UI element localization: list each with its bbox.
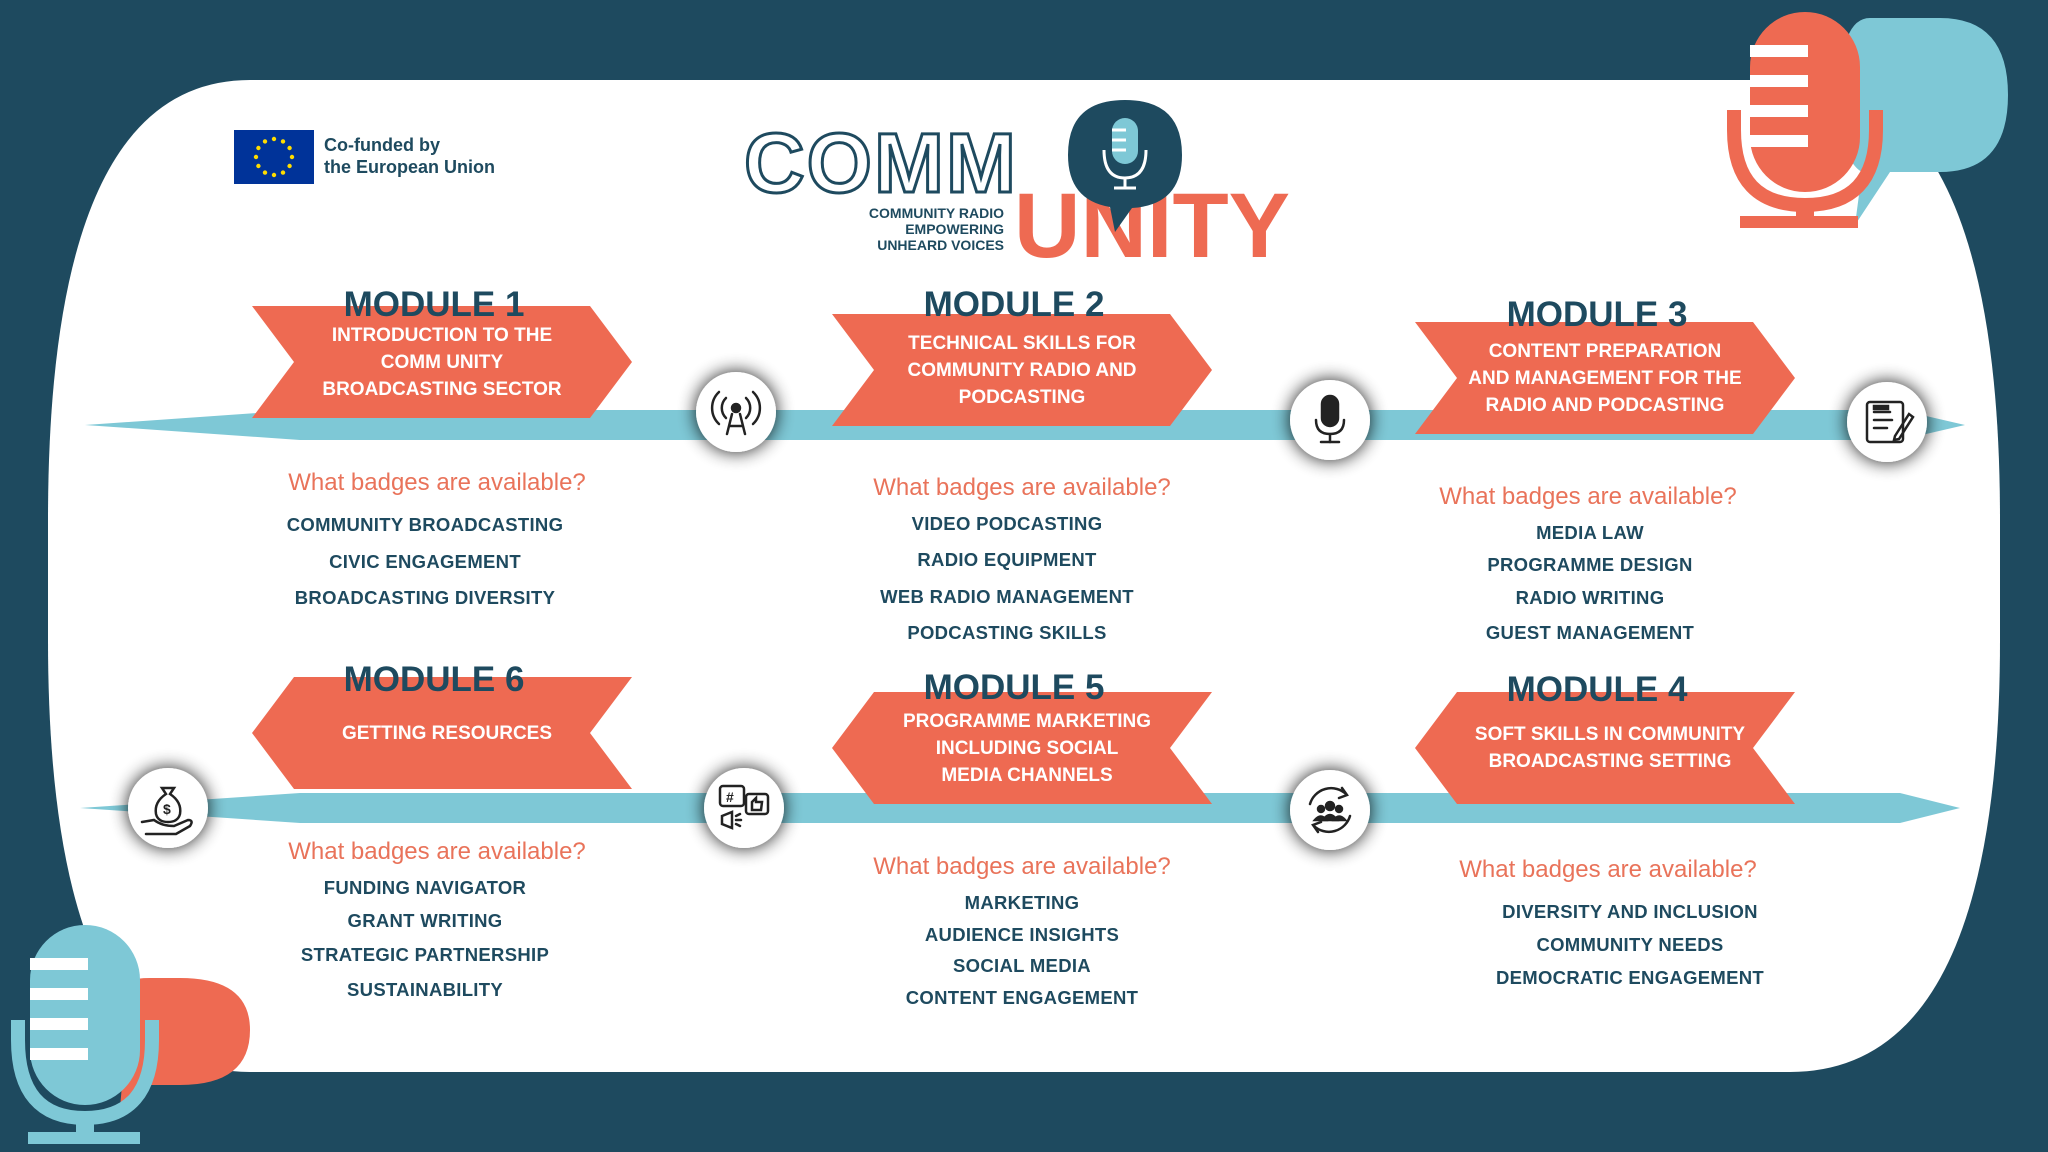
module-3-banner-line: CONTENT PREPARATION — [1488, 340, 1722, 362]
eu-star — [262, 170, 268, 175]
module-6-badges-question: What badges are available? — [288, 838, 586, 865]
module-6-banner-line: GETTING RESOURCES — [341, 722, 553, 744]
module-5-banner-line: PROGRAMME MARKETING — [902, 710, 1152, 732]
module-5-banner-line: INCLUDING SOCIAL — [935, 737, 1119, 759]
module-4-banner — [1415, 692, 1795, 804]
module-3-badge: MEDIA LAW — [1536, 522, 1644, 543]
module-2-badges-question: What badges are available? — [873, 474, 1171, 501]
money-bag-hand-icon: $ — [128, 768, 208, 848]
module-3-badges-question: What badges are available? — [1439, 483, 1737, 510]
module-5-badge: SOCIAL MEDIA — [953, 955, 1091, 976]
comm-unity-logo: COMM UNITY — [743, 100, 1290, 277]
eu-star — [271, 136, 277, 142]
logo-speech-bubble-icon — [1068, 100, 1182, 232]
module-4-badge: DIVERSITY AND INCLUSION — [1502, 901, 1758, 922]
module-4-badge: DEMOCRATIC ENGAGEMENT — [1495, 967, 1765, 988]
module-6-badge: FUNDING NAVIGATOR — [323, 877, 527, 898]
eu-star — [289, 154, 295, 160]
module-3-badge: GUEST MANAGEMENT — [1485, 622, 1695, 643]
tagline-line-1: COMMUNITY RADIO — [868, 205, 1004, 221]
module-6-title: MODULE 6 — [343, 660, 525, 699]
eu-star — [271, 172, 277, 178]
svg-text:#: # — [726, 789, 734, 805]
module-4-banner-line: SOFT SKILLS IN COMMUNITY — [1474, 724, 1746, 745]
module-1-banner-text: INTRODUCTION TO THE COMM UNITY BROADCASTIN… — [277, 312, 607, 412]
module-3-title: MODULE 3 — [1506, 295, 1688, 334]
module-5-badge: AUDIENCE INSIGHTS — [924, 924, 1120, 945]
module-2-banner-line: COMMUNITY RADIO AND — [907, 359, 1137, 381]
eu-star — [253, 154, 259, 160]
module-5-badge: CONTENT ENGAGEMENT — [905, 987, 1139, 1008]
eu-cofunded-label: Co-funded by the European Union — [324, 134, 544, 178]
eu-star — [280, 139, 286, 144]
module-5-banner — [832, 692, 1212, 804]
eu-star — [256, 145, 261, 151]
module-5-banner-text: PROGRAMME MARKETING INCLUDING SOCIAL MEDIA… — [862, 698, 1192, 798]
eu-star — [287, 163, 292, 169]
module-6-banner — [252, 677, 632, 789]
module-1-banner-line: INTRODUCTION TO THE — [331, 324, 553, 346]
tagline-line-3: UNHEARD VOICES — [877, 237, 1004, 253]
eu-star — [280, 170, 286, 175]
module-2-banner-line: TECHNICAL SKILLS FOR — [908, 332, 1136, 354]
module-1-banner-line: COMM UNITY — [380, 351, 504, 373]
module-2-badge: VIDEO PODCASTING — [911, 513, 1103, 534]
module-6-badge: SUSTAINABILITY — [347, 979, 503, 1000]
module-3-banner-line: AND MANAGEMENT FOR THE — [1468, 367, 1742, 389]
eu-star — [262, 139, 268, 144]
module-3-banner — [1415, 322, 1795, 434]
svg-text:$: $ — [163, 801, 171, 817]
eu-line-1: Co-funded by — [324, 135, 440, 155]
broadcast-tower-icon — [696, 372, 776, 452]
module-3-badge: RADIO WRITING — [1515, 587, 1665, 608]
module-5-badges-question: What badges are available? — [873, 853, 1171, 880]
module-1-banner-line: BROADCASTING SECTOR — [322, 378, 562, 400]
eu-line-2: the European Union — [324, 157, 495, 177]
module-2-badge: PODCASTING SKILLS — [907, 622, 1107, 643]
module-6-banner-text: GETTING RESOURCES — [282, 683, 612, 783]
module-6-badge: STRATEGIC PARTNERSHIP — [300, 944, 550, 965]
module-2-banner — [832, 314, 1212, 426]
tagline-line-2: EMPOWERING — [905, 221, 1004, 237]
module-1-badges-question: What badges are available? — [288, 469, 586, 496]
community-cycle-icon — [1290, 770, 1370, 850]
logo-tagline: COMMUNITY RADIO EMPOWERING UNHEARD VOICE… — [790, 205, 1004, 253]
social-media-icon: # — [704, 768, 784, 848]
module-2-badge: RADIO EQUIPMENT — [917, 549, 1097, 570]
module-1-badge: CIVIC ENGAGEMENT — [329, 551, 521, 572]
module-5-badge: MARKETING — [964, 892, 1080, 913]
module-2-badge: WEB RADIO MANAGEMENT — [880, 586, 1134, 607]
module-4-banner-line: BROADCASTING SETTING — [1488, 751, 1732, 772]
module-2-banner-line: PODCASTING — [958, 386, 1086, 408]
module-4-badges-question: What badges are available? — [1459, 856, 1757, 883]
module-1-banner — [252, 306, 632, 418]
module-4-title: MODULE 4 — [1506, 670, 1688, 709]
module-4-badge: COMMUNITY NEEDS — [1536, 934, 1724, 955]
logo-microphone-icon — [1102, 118, 1148, 190]
logo-comm-text: COMM — [744, 116, 1018, 210]
module-3-banner-line: RADIO AND PODCASTING — [1485, 394, 1725, 416]
eu-flag-logo — [234, 130, 314, 184]
module-4-banner-text: SOFT SKILLS IN COMMUNITY BROADCASTING SET… — [1445, 698, 1775, 798]
module-6-badge: GRANT WRITING — [347, 910, 503, 931]
module-5-banner-line: MEDIA CHANNELS — [941, 764, 1113, 786]
module-1-badge: COMMUNITY BROADCASTING — [286, 514, 564, 535]
microphone-bubble-top-right — [1727, 12, 2008, 228]
document-edit-icon — [1847, 382, 1927, 462]
eu-star — [287, 145, 292, 151]
module-1-title: MODULE 1 — [343, 285, 525, 324]
module-3-badge: PROGRAMME DESIGN — [1487, 554, 1693, 575]
eu-star — [256, 163, 261, 169]
microphone-icon — [1290, 380, 1370, 460]
module-2-banner-text: TECHNICAL SKILLS FOR COMMUNITY RADIO AND P… — [857, 320, 1187, 420]
module-1-badge: BROADCASTING DIVERSITY — [294, 587, 556, 608]
module-3-banner-text: CONTENT PREPARATION AND MANAGEMENT FOR TH… — [1440, 328, 1770, 428]
module-5-title: MODULE 5 — [923, 668, 1105, 707]
module-2-title: MODULE 2 — [923, 285, 1105, 324]
microphone-bubble-bottom-left — [11, 925, 250, 1144]
